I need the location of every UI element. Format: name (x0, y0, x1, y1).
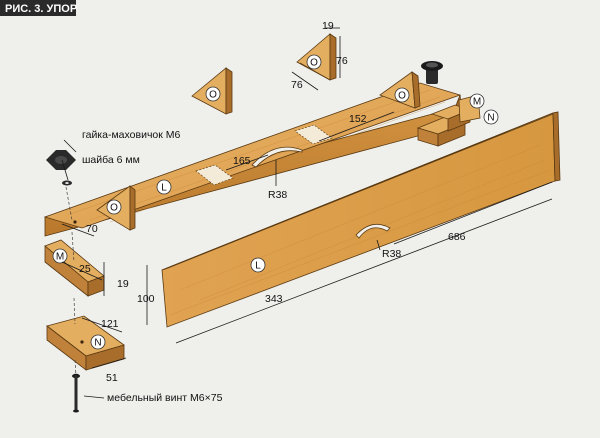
marker-l-board: L (250, 257, 266, 273)
dimension-lines (61, 27, 553, 399)
dim-top-76-vertical: 76 (336, 55, 348, 67)
svg-text:O: O (310, 58, 318, 69)
rail-hole (73, 220, 77, 224)
board-notch (355, 223, 391, 239)
dim-rail-152: 152 (349, 113, 367, 125)
marker-n-block: N (90, 334, 106, 350)
dim-top-76-horizontal: 76 (291, 79, 303, 91)
washer-icon (62, 180, 72, 186)
dim-block-m-19: 19 (117, 278, 129, 290)
svg-text:M: M (473, 97, 481, 108)
marker-l-rail: L (156, 179, 172, 195)
figure-title-tab: РИС. 3. УПОР (0, 0, 77, 16)
marker-o-top: O (306, 54, 322, 70)
label-washer: шайба 6 мм (82, 154, 140, 166)
dim-rail-70: 70 (86, 223, 98, 235)
dim-board-r38: R38 (382, 248, 401, 260)
dim-block-m-25: 25 (79, 263, 91, 275)
dim-block-n-121: 121 (101, 318, 119, 330)
marker-m-top: M (469, 93, 485, 109)
dim-board-686: 686 (448, 231, 466, 243)
label-knob-nut: гайка-маховичок М6 (82, 129, 181, 141)
knob-nut-icon (46, 150, 76, 170)
block-n (46, 315, 125, 371)
marker-m-block: M (52, 248, 68, 264)
figure-title: РИС. 3. УПОР (5, 3, 77, 15)
svg-text:N: N (487, 113, 494, 124)
svg-text:N: N (94, 338, 101, 349)
title-background (0, 0, 76, 16)
knob-icon (421, 61, 443, 84)
svg-text:L: L (255, 261, 261, 272)
marker-o-left: O (106, 199, 122, 215)
dim-rail-r38: R38 (268, 189, 287, 201)
dim-rail-165: 165 (233, 155, 251, 167)
dim-block-n-51: 51 (106, 372, 118, 384)
marker-o-right: O (394, 87, 410, 103)
svg-text:O: O (398, 91, 406, 102)
svg-text:O: O (110, 203, 118, 214)
marker-n-top: N (483, 109, 499, 125)
fence-board (161, 111, 561, 328)
dim-top-19: 19 (322, 20, 334, 32)
svg-text:O: O (209, 90, 217, 101)
assembly-axis (65, 186, 77, 377)
dim-board-343: 343 (265, 293, 283, 305)
carriage-bolt-icon (72, 373, 80, 413)
label-carriage-bolt: мебельный винт М6×75 (107, 392, 223, 404)
svg-text:M: M (56, 252, 64, 263)
svg-text:L: L (161, 183, 167, 194)
dim-board-100: 100 (137, 293, 155, 305)
marker-o-middle: O (205, 86, 221, 102)
slot-left (195, 164, 234, 186)
block-n-hole (80, 340, 84, 344)
